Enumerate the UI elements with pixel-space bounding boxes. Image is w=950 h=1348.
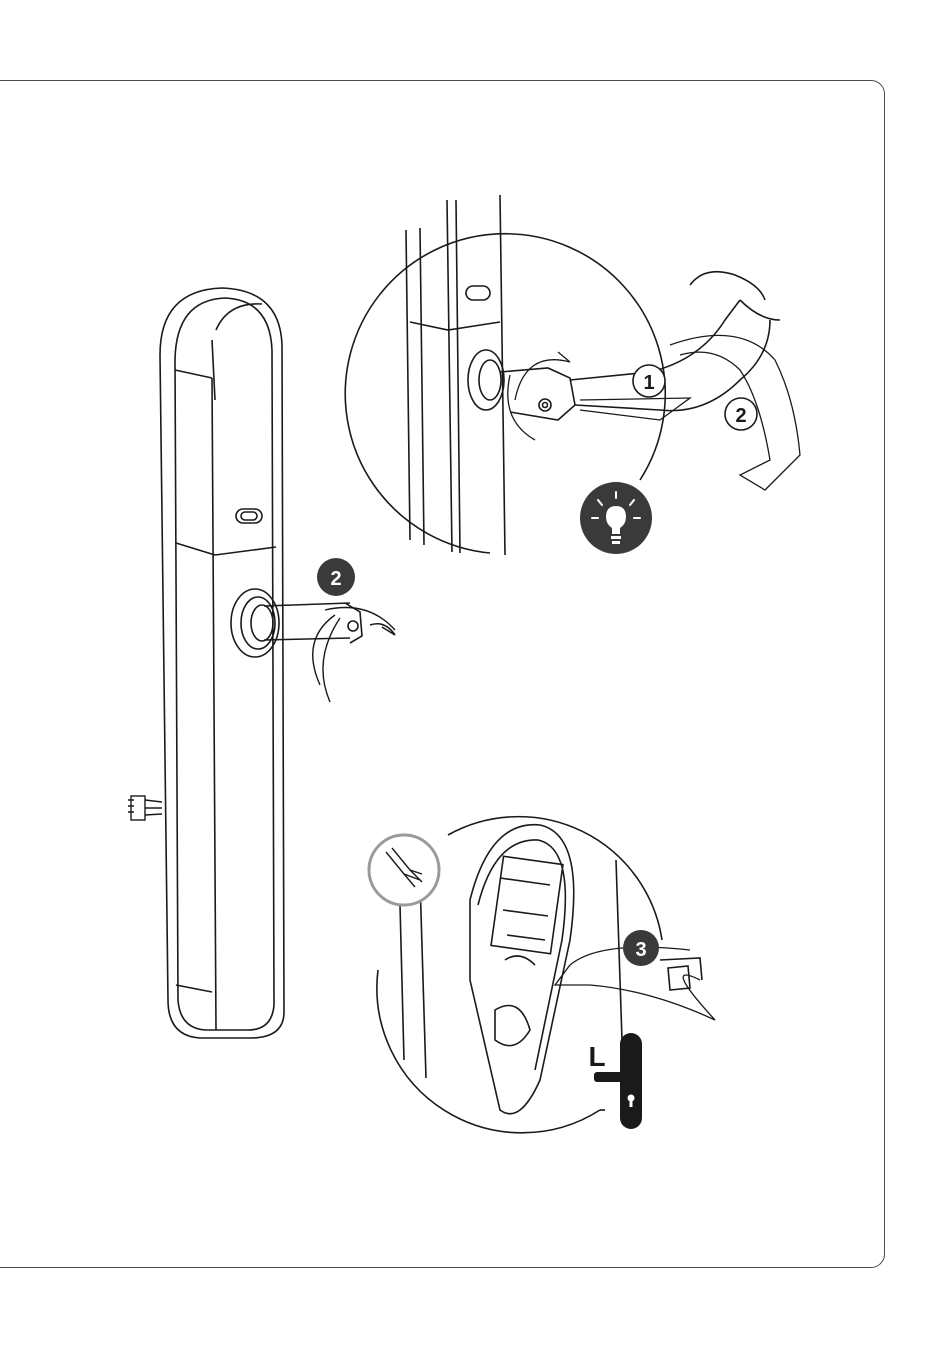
rosette-spindle (231, 589, 395, 702)
side-letter-label: L (588, 1041, 605, 1072)
step-2-badge: 2 (317, 558, 355, 596)
step-3-label: 3 (635, 939, 646, 961)
callout-2: 2 (725, 398, 757, 430)
step-3-badge: 3 (623, 930, 659, 966)
left-handle-indicator: L (588, 1033, 642, 1129)
callout-1: 1 (633, 365, 665, 397)
lightbulb-icon (580, 482, 652, 554)
pliers-icon (369, 835, 439, 905)
callout-1-label: 1 (643, 372, 654, 394)
cable-connector (128, 796, 162, 820)
callout-2-label: 2 (735, 405, 746, 427)
detail-circle-handle (345, 195, 800, 555)
step-2-label: 2 (330, 568, 341, 590)
lock-body (160, 288, 284, 1038)
